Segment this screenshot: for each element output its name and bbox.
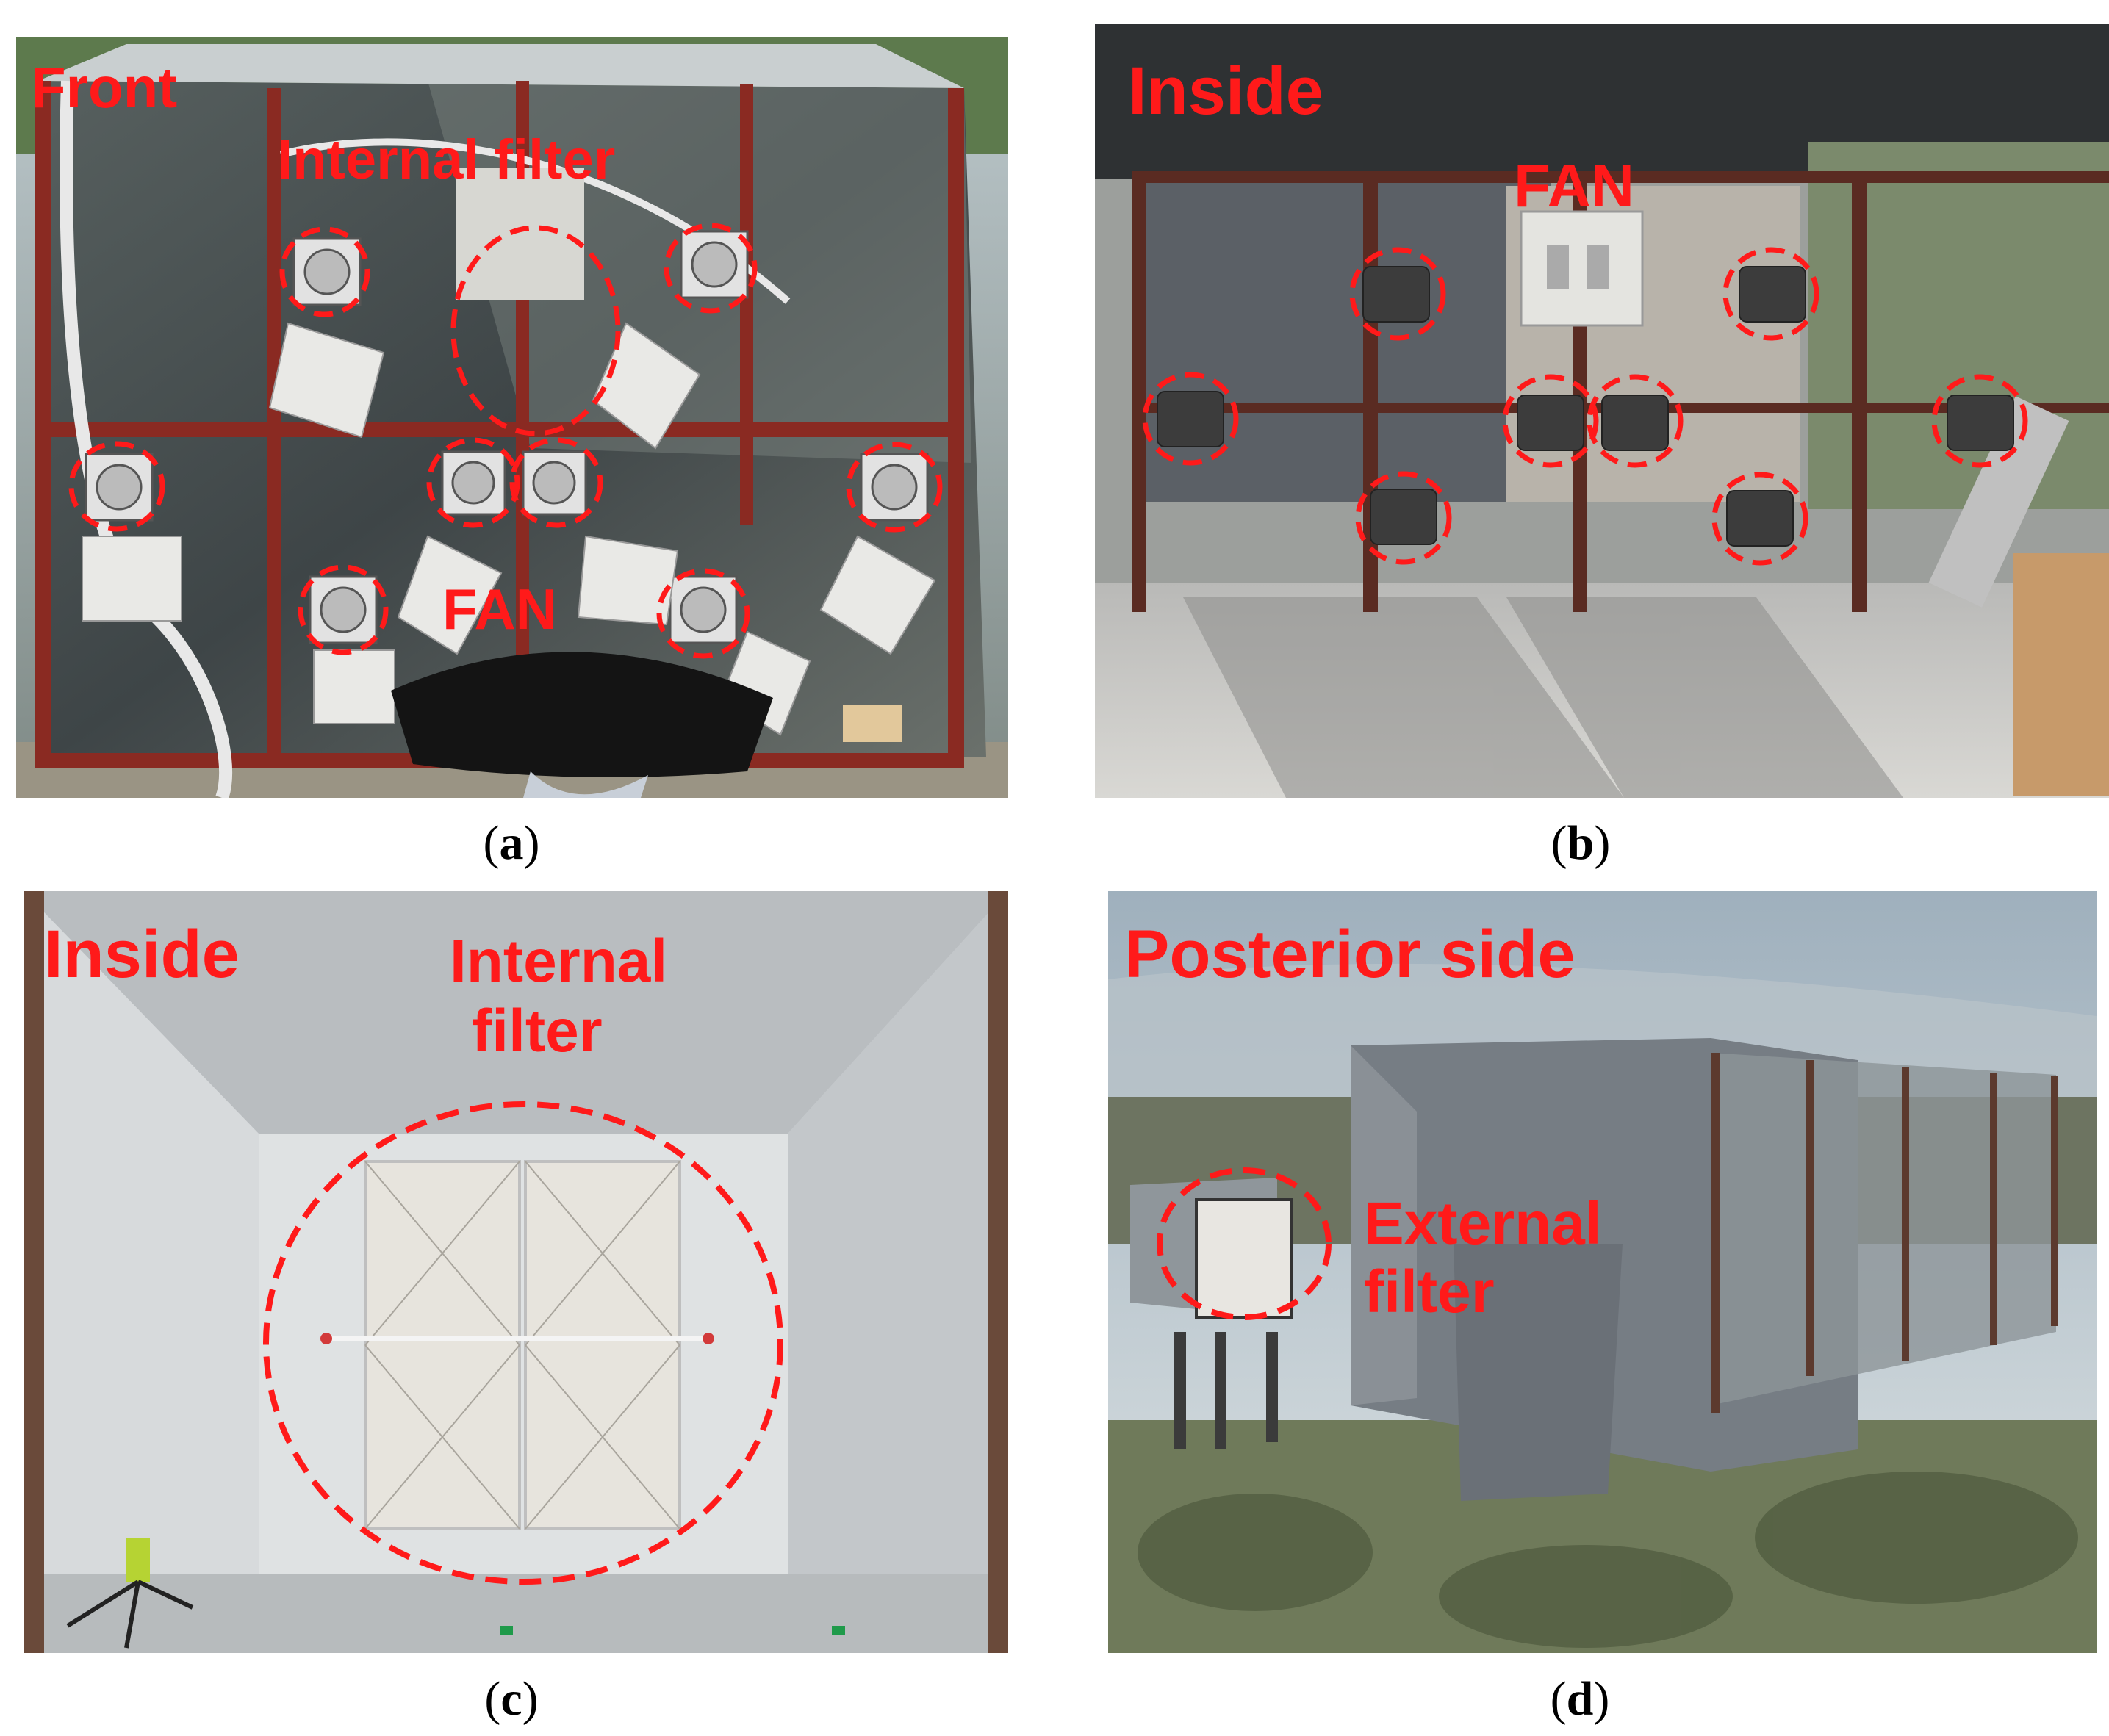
photo-panel-a: Front Internal filter FAN: [16, 37, 1008, 798]
label-internal-filter: Internal filter: [277, 129, 616, 191]
photo-panel-c: Inside Internal filter: [24, 891, 1008, 1653]
label-inside: Inside: [1128, 54, 1323, 129]
caption-d: (d): [1550, 1672, 1610, 1726]
label-external-line2: filter: [1364, 1258, 1495, 1325]
photo-panel-b: Inside FAN: [1095, 24, 2109, 798]
photo-b-inside-fans: [1095, 24, 2109, 798]
photo-panel-d: Posterior side External filter: [1108, 891, 2097, 1653]
caption-c: (c): [484, 1672, 539, 1726]
label-front: Front: [31, 55, 178, 120]
label-internal-line1: Internal: [450, 928, 668, 995]
caption-c-letter: c: [500, 1672, 522, 1726]
label-internal-line2: filter: [472, 998, 603, 1065]
photo-a-front-chamber: [16, 37, 1008, 798]
caption-a-letter: a: [499, 816, 524, 870]
label-fan: FAN: [1514, 153, 1634, 220]
label-fan: FAN: [442, 577, 557, 641]
label-inside: Inside: [44, 917, 240, 992]
photo-c-internal-filter: [24, 891, 1008, 1653]
photo-d-posterior-side: [1108, 891, 2097, 1653]
label-posterior-side: Posterior side: [1124, 917, 1576, 992]
label-external-line1: External: [1364, 1190, 1602, 1257]
caption-d-letter: d: [1566, 1672, 1594, 1726]
caption-a: (a): [483, 816, 540, 870]
caption-b-letter: b: [1567, 816, 1595, 870]
caption-b: (b): [1551, 816, 1611, 870]
